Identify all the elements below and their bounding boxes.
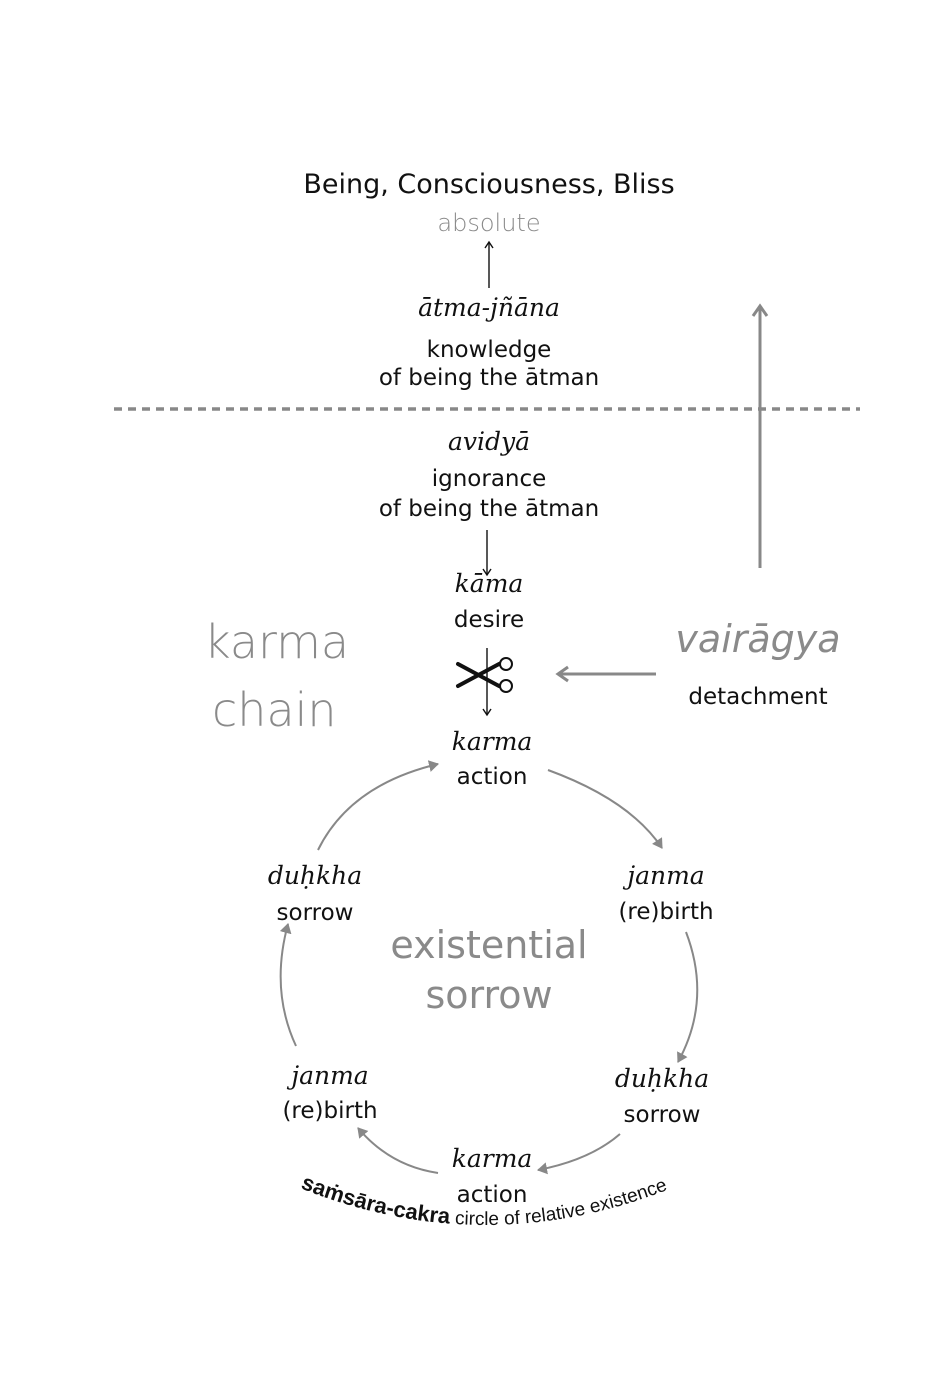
action-bottom-label: action bbox=[457, 1182, 528, 1208]
karma-top-term: karma bbox=[452, 727, 533, 756]
janma-right-term: janma bbox=[622, 861, 704, 890]
vairagya-term: vairāgya bbox=[675, 617, 840, 661]
desire-label: desire bbox=[454, 607, 524, 633]
atma-jnana-term: ātma-jñāna bbox=[418, 293, 560, 322]
existential-sorrow-label-2: sorrow bbox=[425, 973, 552, 1017]
absolute-title: Being, Consciousness, Bliss bbox=[303, 169, 674, 200]
duhkha-right-term: duḥkha bbox=[615, 1064, 709, 1093]
scissors-icon bbox=[456, 657, 513, 693]
sorrow-right-label: sorrow bbox=[624, 1102, 701, 1128]
janma-left-term: janma bbox=[286, 1061, 368, 1090]
karma-chain-label-2: chain bbox=[212, 683, 337, 737]
cycle-arrow-sorrow-to-action bbox=[537, 1133, 621, 1175]
ignorance-label: ignorance bbox=[432, 466, 547, 492]
action-top-label: action bbox=[457, 764, 528, 790]
karma-chain-label: karma bbox=[204, 615, 349, 669]
duhkha-left-term: duḥkha bbox=[268, 861, 362, 890]
cycle-arrow-sorrow-to-action-top bbox=[317, 760, 439, 851]
absolute-subtitle: absolute bbox=[437, 209, 540, 237]
cycle-arrow-birth-to-sorrow bbox=[677, 931, 699, 1063]
kama-term: kāma bbox=[455, 569, 524, 598]
samsara-cakra-term: saṁsāra-cakra bbox=[298, 1169, 452, 1228]
rebirth-left-label: (re)birth bbox=[282, 1098, 377, 1124]
detachment-label: detachment bbox=[688, 684, 827, 710]
existential-sorrow-label: existential bbox=[390, 923, 587, 967]
cycle-arrow-action-to-birth bbox=[547, 769, 663, 849]
ignorance-label-2: of being the ātman bbox=[379, 496, 599, 522]
cycle-arrow-birth-to-sorrow-left bbox=[279, 923, 297, 1047]
sorrow-left-label: sorrow bbox=[277, 900, 354, 926]
karma-bottom-term: karma bbox=[452, 1144, 533, 1173]
knowledge-label-2: of being the ātman bbox=[379, 365, 599, 391]
avidya-term: avidyā bbox=[448, 427, 530, 456]
cycle-arrow-action-to-birth-left bbox=[357, 1127, 439, 1174]
rebirth-right-label: (re)birth bbox=[618, 899, 713, 925]
knowledge-label: knowledge bbox=[427, 337, 552, 363]
